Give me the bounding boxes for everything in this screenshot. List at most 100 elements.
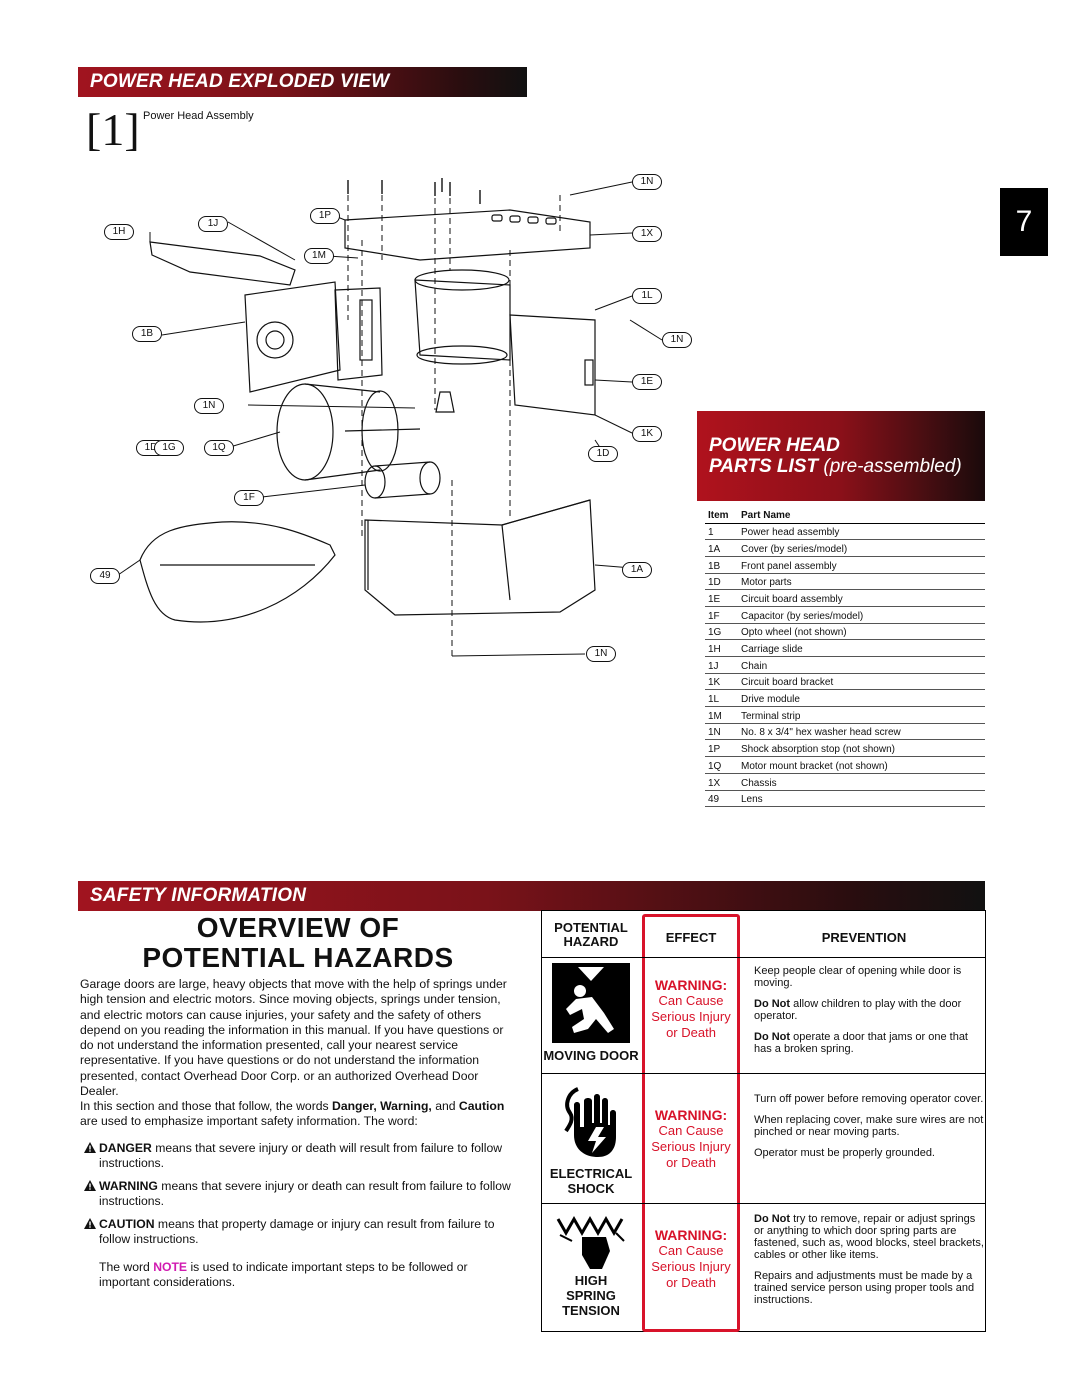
header-hazard-line: HAZARD bbox=[563, 934, 619, 949]
page-number: 7 bbox=[1000, 188, 1048, 256]
parts-table-header-name: Part Name bbox=[741, 509, 985, 524]
effect-line: Serious Injury bbox=[651, 1009, 731, 1024]
part-name: Chain bbox=[741, 656, 985, 674]
part-name: Capacitor (by series/model) bbox=[741, 606, 985, 624]
hazard-row-divider bbox=[542, 1073, 985, 1074]
part-item-code: 1X bbox=[705, 773, 741, 791]
prevention-spring-tension: Do Not try to remove, repair or adjust s… bbox=[754, 1213, 986, 1315]
warning-triangle-icon bbox=[84, 1218, 96, 1229]
exploded-view-diagram bbox=[117, 178, 663, 660]
part-item-code: 1F bbox=[705, 606, 741, 624]
effect-line: or Death bbox=[666, 1275, 716, 1290]
prevention-item: Keep people clear of opening while door … bbox=[754, 965, 986, 989]
capacitor bbox=[364, 461, 441, 499]
effect-column-frame bbox=[642, 914, 740, 1332]
callout-label: 1P bbox=[310, 208, 340, 224]
callout-label: 1F bbox=[234, 490, 264, 506]
parts-list-title-line2: PARTS LIST (pre-assembled) bbox=[709, 456, 985, 477]
prevention-text: Operator must be properly grounded. bbox=[754, 1147, 935, 1159]
part-item-code: 1N bbox=[705, 723, 741, 741]
part-item-code: 1 bbox=[705, 523, 741, 541]
hazard-header-divider bbox=[542, 957, 985, 958]
para2-danger-warning: Danger, Warning, bbox=[332, 1099, 432, 1113]
overview-title-line2: POTENTIAL HAZARDS bbox=[142, 942, 454, 973]
effect-warning-label: WARNING: bbox=[654, 1227, 728, 1243]
prevention-bold: Do Not bbox=[754, 1213, 791, 1225]
prevention-bold: Do Not bbox=[754, 998, 791, 1010]
overview-title-line1: OVERVIEW OF bbox=[196, 912, 400, 943]
callout-label: 1K bbox=[632, 426, 662, 442]
part-name: Front panel assembly bbox=[741, 556, 985, 574]
part-name: Carriage slide bbox=[741, 639, 985, 657]
para2-text-b: are used to emphasize important safety i… bbox=[80, 1114, 418, 1129]
parts-table-header-row: Item Part Name bbox=[705, 509, 985, 524]
effect-line: Can Cause bbox=[658, 1243, 724, 1258]
part-item-code: 1K bbox=[705, 673, 741, 691]
callout-label: 1N bbox=[194, 398, 224, 414]
part-name: Circuit board assembly bbox=[741, 589, 985, 607]
overview-title: OVERVIEW OF POTENTIAL HAZARDS bbox=[78, 913, 518, 973]
header-potential-line: POTENTIAL bbox=[554, 920, 628, 935]
part-name: Motor parts bbox=[741, 573, 985, 591]
hazard-table-header-potential: POTENTIAL HAZARD bbox=[542, 921, 640, 949]
part-item-code: 1M bbox=[705, 706, 741, 724]
prevention-text: operate a door that jams or one that has… bbox=[754, 1031, 968, 1055]
part-name: Shock absorption stop (not shown) bbox=[741, 739, 985, 758]
part-name: Motor mount bracket (not shown) bbox=[741, 756, 985, 774]
parts-list-title-light: (pre-assembled) bbox=[823, 456, 962, 477]
prevention-text: Repairs and adjustments must be made by … bbox=[754, 1270, 975, 1306]
part-item-code: 1H bbox=[705, 639, 741, 657]
callout-label: 1N bbox=[662, 332, 692, 348]
part-name: Circuit board bracket bbox=[741, 673, 985, 691]
drive-module bbox=[414, 279, 511, 361]
prevention-item: Do Not try to remove, repair or adjust s… bbox=[754, 1213, 986, 1261]
effect-spring-tension: WARNING: Can Cause Serious Injury or Dea… bbox=[642, 1227, 740, 1291]
part-item-code: 1B bbox=[705, 556, 741, 574]
callout-label: 1E bbox=[632, 374, 662, 390]
hazard-label-line: ELECTRICAL bbox=[549, 1166, 633, 1181]
note-word: NOTE bbox=[153, 1260, 188, 1274]
warning-definition: WARNING means that severe injury or deat… bbox=[84, 1179, 516, 1210]
callout-label: 1G bbox=[154, 440, 184, 456]
hazard-label-line: TENSION bbox=[562, 1303, 620, 1318]
danger-text: means that severe injury or death will r… bbox=[99, 1141, 503, 1171]
part-item-code: 1P bbox=[705, 739, 741, 758]
hazard-table-header-prevention: PREVENTION bbox=[821, 930, 907, 945]
part-item-code: 49 bbox=[705, 790, 741, 808]
part-item-code: 1J bbox=[705, 656, 741, 674]
para2-text-a: In this section and those that follow, t… bbox=[80, 1099, 333, 1113]
signal-words-paragraph: In this section and those that follow, t… bbox=[80, 1099, 520, 1130]
effect-line: or Death bbox=[666, 1155, 716, 1170]
part-item-code: 1G bbox=[705, 623, 741, 641]
chassis-plate bbox=[344, 209, 591, 261]
prevention-item: When replacing cover, make sure wires ar… bbox=[754, 1114, 986, 1138]
callout-label: 1X bbox=[632, 226, 662, 242]
prevention-item: Do Not allow children to play with the d… bbox=[754, 998, 986, 1022]
warning-text: means that severe injury or death can re… bbox=[99, 1179, 511, 1209]
part-name: Chassis bbox=[741, 773, 985, 791]
prevention-text: try to remove, repair or adjust springs … bbox=[754, 1213, 984, 1261]
callout-label: 1N bbox=[586, 646, 616, 662]
note-text-a: The word bbox=[99, 1260, 154, 1274]
part-item-code: 1L bbox=[705, 689, 741, 708]
danger-word: DANGER bbox=[99, 1141, 152, 1155]
callout-label: 1B bbox=[132, 326, 162, 342]
hazard-label-line: SHOCK bbox=[567, 1181, 615, 1196]
caution-text: means that property damage or injury can… bbox=[99, 1217, 495, 1247]
note-definition: The word NOTE is used to indicate import… bbox=[99, 1260, 519, 1291]
danger-definition: DANGER means that severe injury or death… bbox=[84, 1141, 516, 1172]
figure-caption: Power Head Assembly bbox=[143, 110, 254, 122]
callout-label: 1A bbox=[622, 562, 652, 578]
